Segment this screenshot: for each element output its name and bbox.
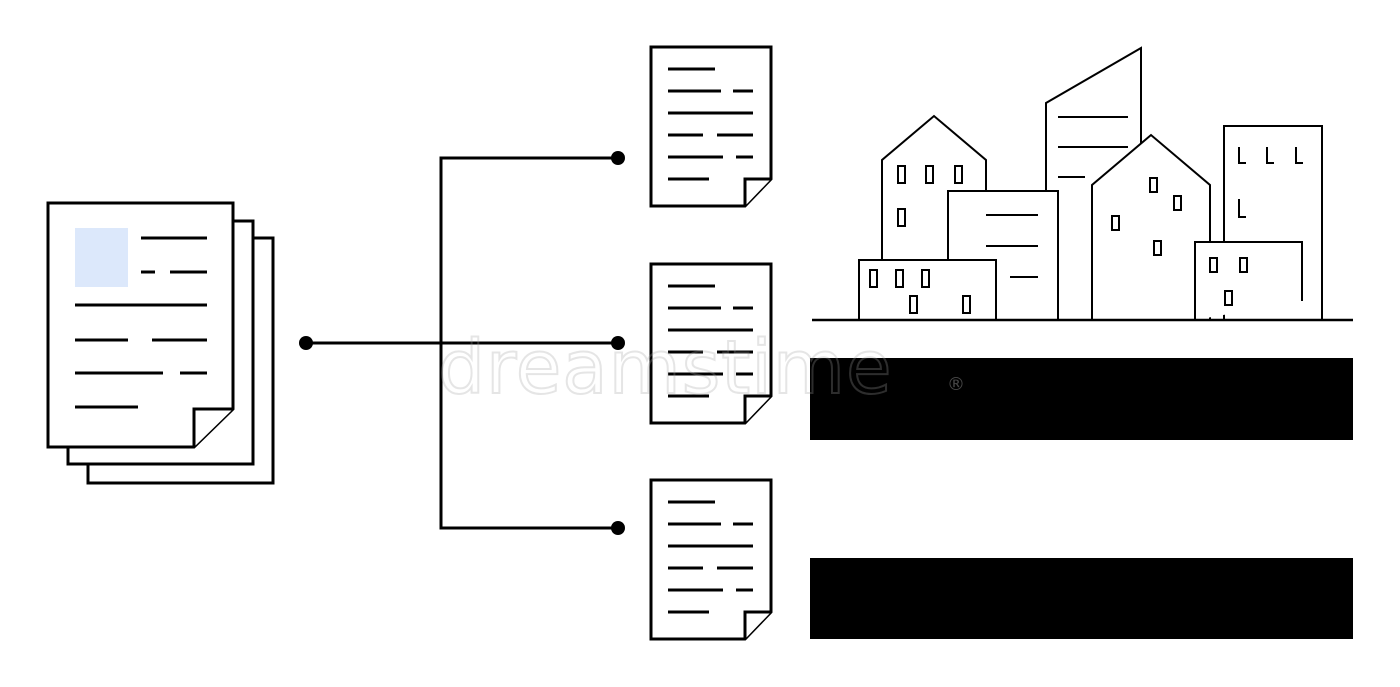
source-node-dot — [299, 336, 313, 350]
branch-node-dot-3 — [611, 521, 625, 535]
branch-node-dot-1 — [611, 151, 625, 165]
black-bar-2 — [810, 558, 1353, 639]
connector-lines — [306, 156, 618, 530]
document-icon-1 — [649, 45, 773, 208]
document-stack-icon — [46, 201, 275, 485]
black-bar-1 — [810, 358, 1353, 440]
document-icon-3 — [649, 478, 773, 641]
branch-node-dot-2 — [611, 336, 625, 350]
city-buildings-icon — [812, 46, 1353, 322]
document-icon-2 — [649, 262, 773, 425]
image-placeholder — [75, 228, 128, 287]
